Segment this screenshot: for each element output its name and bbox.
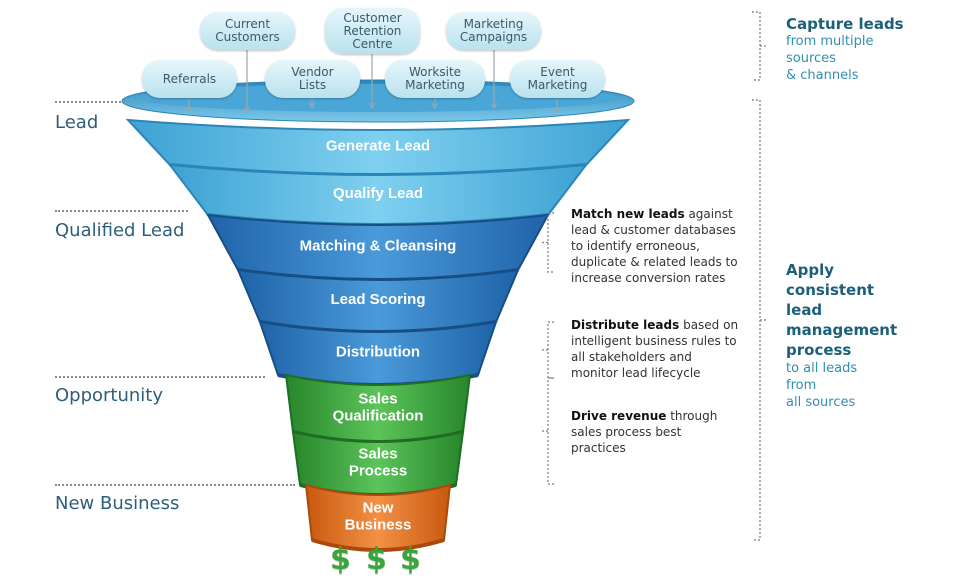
stage-divider-opportunity bbox=[55, 376, 265, 378]
bracket bbox=[752, 11, 766, 81]
source-event-marketing: Event Marketing bbox=[510, 60, 605, 98]
description-revenue-body: through sales process best practices bbox=[571, 409, 718, 455]
source-label: Event Marketing bbox=[527, 65, 588, 92]
source-customer-retention-centre: Customer Retention Centre bbox=[325, 8, 420, 54]
source-current-customers: Current Customers bbox=[200, 12, 295, 50]
dollar-icon: $ bbox=[330, 542, 351, 577]
description-match: Match new leads against lead & customer … bbox=[571, 206, 741, 286]
source-label: Marketing Campaigns bbox=[459, 17, 528, 44]
capture-leads-block: Capture leads from multiple sources & ch… bbox=[786, 15, 946, 84]
dollar-icon: $ bbox=[366, 542, 387, 577]
description-match-title: Match new leads bbox=[571, 207, 685, 221]
source-label: Referrals bbox=[162, 71, 217, 86]
description-distribute-body: based on intelligent business rules to a… bbox=[571, 318, 739, 380]
apply-process-block: Apply consistent lead management process… bbox=[786, 260, 946, 411]
source-label: Current Customers bbox=[215, 17, 280, 44]
stage-label-lead: Lead bbox=[55, 112, 99, 133]
funnel-band bbox=[311, 538, 445, 552]
funnel-rim-inner bbox=[138, 84, 618, 112]
source-label: Customer Retention Centre bbox=[343, 10, 402, 51]
description-distribute: Distribute leads based on intelligent bu… bbox=[571, 317, 741, 381]
source-worksite-marketing: Worksite Marketing bbox=[385, 60, 485, 98]
apply-process-title: Apply consistent lead management process bbox=[786, 261, 898, 359]
stage-label-opportunity: Opportunity bbox=[55, 385, 164, 406]
stage-label-qualified: Qualified Lead bbox=[55, 220, 185, 241]
arrow-head-icon bbox=[243, 106, 251, 114]
description-distribute-title: Distribute leads bbox=[571, 318, 680, 332]
funnel-stage-label: Matching & Cleansing bbox=[300, 238, 457, 255]
source-marketing-campaigns: Marketing Campaigns bbox=[446, 12, 541, 50]
arrow-head-icon bbox=[553, 106, 561, 114]
stage-divider-qualified bbox=[55, 210, 188, 212]
apply-process-subtitle: to all leads from all sources bbox=[786, 361, 858, 410]
funnel-stage-label: Lead Scoring bbox=[330, 291, 425, 308]
capture-leads-subtitle: from multiple sources & channels bbox=[786, 34, 874, 83]
description-revenue: Drive revenue through sales process best… bbox=[571, 408, 721, 456]
arrow-head-icon bbox=[368, 102, 376, 110]
funnel-stage-label: Qualify Lead bbox=[333, 185, 423, 202]
source-label: Worksite Marketing bbox=[405, 65, 465, 92]
bracket bbox=[542, 212, 554, 273]
arrow-head-icon bbox=[308, 102, 316, 110]
stage-divider-new-business bbox=[55, 484, 295, 486]
stage-divider-lead bbox=[55, 101, 125, 103]
arrow-head-icon bbox=[490, 102, 498, 110]
arrow-head-icon bbox=[431, 102, 439, 110]
bracket bbox=[542, 321, 554, 379]
description-match-body: against lead & customer databases to ide… bbox=[571, 207, 738, 285]
funnel-stage-label: Generate Lead bbox=[326, 138, 430, 155]
description-revenue-title: Drive revenue bbox=[571, 409, 667, 423]
bracket bbox=[542, 377, 554, 485]
source-label: Vendor Lists bbox=[291, 65, 334, 92]
source-vendor-lists: Vendor Lists bbox=[265, 60, 360, 98]
capture-leads-title: Capture leads bbox=[786, 15, 904, 33]
arrow-head-icon bbox=[185, 106, 193, 114]
stage-label-new-business: New Business bbox=[55, 493, 180, 514]
source-referrals: Referrals bbox=[142, 60, 237, 98]
bracket bbox=[752, 99, 766, 541]
dollar-icon: $ bbox=[400, 542, 421, 577]
funnel-stage-label: Distribution bbox=[336, 344, 420, 361]
